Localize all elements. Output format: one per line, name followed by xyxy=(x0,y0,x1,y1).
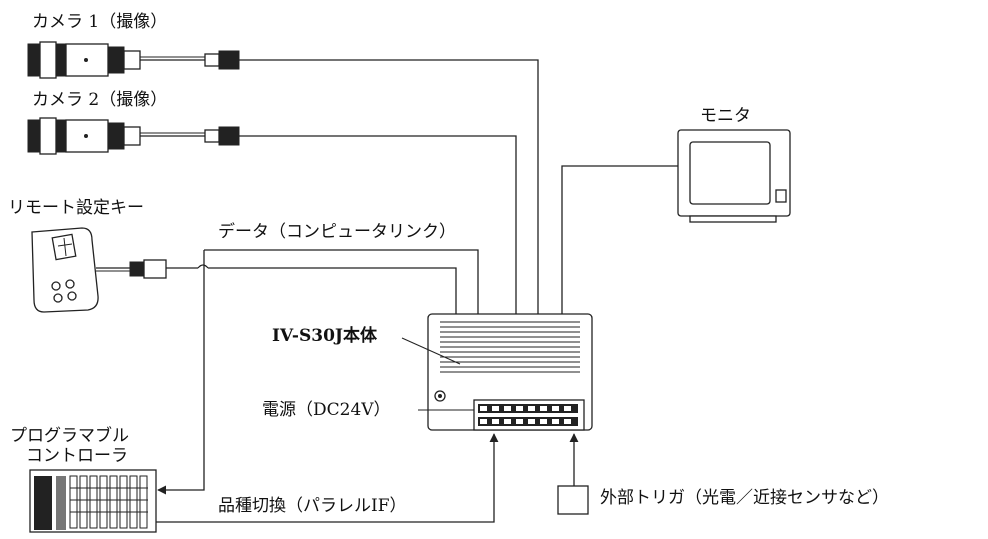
monitor-label: モニタ xyxy=(700,106,751,126)
plc-label-line1: プログラマブル xyxy=(10,426,129,446)
main-unit-label: IV-S30J本体 xyxy=(272,326,377,346)
data-link-cable xyxy=(157,249,479,495)
camera-2-label: カメラ 2（撮像） xyxy=(32,90,168,110)
camera-1-icon xyxy=(27,41,240,79)
plc-icon xyxy=(29,469,157,533)
main-unit-icon xyxy=(427,313,593,431)
camera-2-cable xyxy=(239,135,517,314)
remote-key-cable xyxy=(166,264,457,314)
remote-key-icon xyxy=(31,227,167,313)
monitor-icon xyxy=(677,129,791,223)
monitor-cable xyxy=(561,165,678,314)
parallel-if-cable xyxy=(156,433,499,523)
plc-label-line2: コントローラ xyxy=(26,446,128,466)
camera-2-icon xyxy=(27,117,240,155)
data-link-label: データ（コンピュータリンク） xyxy=(218,222,456,242)
remote-key-label: リモート設定キー xyxy=(8,198,144,218)
trigger-label: 外部トリガ（光電／近接センサなど） xyxy=(600,488,889,508)
parallel-if-label: 品種切換（パラレルIF） xyxy=(218,496,407,516)
main-unit-leader xyxy=(401,337,461,365)
trigger-sensor-box xyxy=(557,485,589,515)
camera-1-label: カメラ 1（撮像） xyxy=(32,12,168,32)
camera-1-cable xyxy=(239,59,539,314)
power-label: 電源（DC24V） xyxy=(262,400,391,420)
